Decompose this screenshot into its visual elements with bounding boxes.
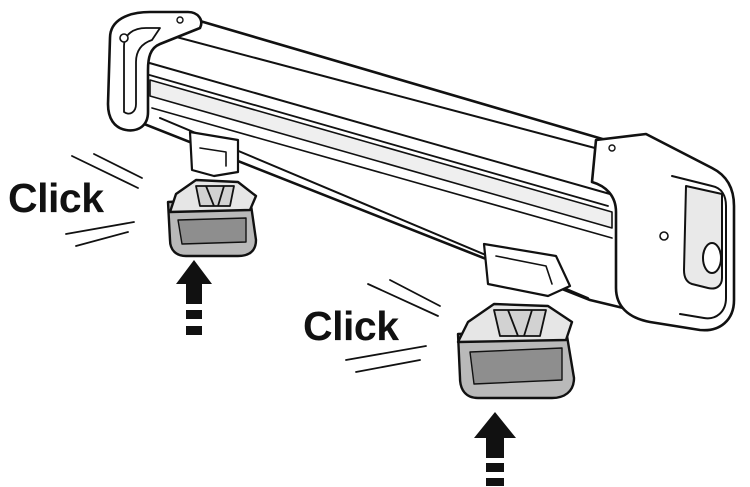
screw-icon (176, 16, 184, 24)
pad-left-cross (195, 185, 235, 207)
left-end-cap-inner (123, 27, 161, 115)
mounting-foot-right-detail (495, 255, 553, 285)
carrier-rail-2 (145, 73, 609, 207)
rubber-pad-right (456, 302, 576, 400)
right-end-cap-face (671, 175, 727, 320)
screw-icon (119, 33, 129, 43)
carrier-top-edge (149, 29, 611, 153)
arrow-up-icon (474, 412, 516, 486)
carrier-rubber-strip (149, 79, 613, 229)
ski-carrier (106, 10, 736, 332)
mounting-foot-left-detail (199, 147, 227, 167)
screw-icon (659, 231, 669, 241)
lock-housing (683, 185, 723, 290)
click-label-right: Click (303, 303, 399, 349)
mounting-foot-left (188, 130, 240, 178)
mounting-foot-right (482, 242, 572, 298)
rubber-pad-left (166, 178, 258, 258)
arrow-up-icon (176, 260, 212, 335)
carrier-rail-3 (151, 107, 613, 239)
motion-lines-icon (345, 279, 441, 373)
carrier-rail-1 (145, 61, 611, 195)
pad-right-shadow (469, 347, 563, 385)
pad-right-cross (493, 309, 547, 337)
lock-cylinder (702, 242, 722, 274)
pad-left-shadow (177, 217, 247, 245)
motion-lines-icon (65, 153, 143, 247)
click-label-left: Click (8, 175, 104, 221)
screw-icon (608, 144, 616, 152)
